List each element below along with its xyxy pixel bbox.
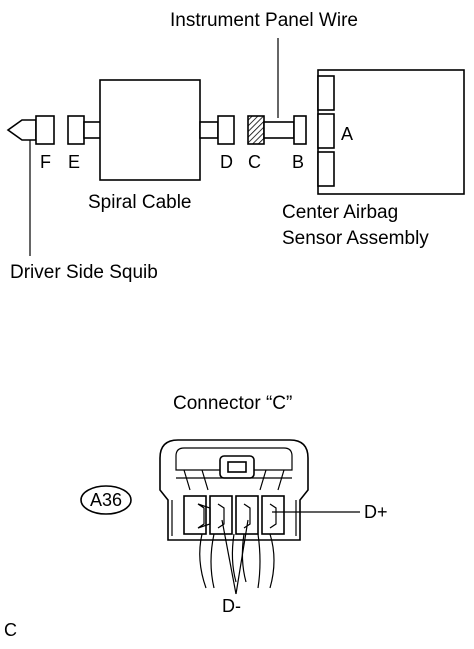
driver-side-squib-plug <box>6 115 55 256</box>
d-plus-label: D+ <box>364 502 388 522</box>
instrument-panel-wire-label: Instrument Panel Wire <box>170 10 358 31</box>
connector-b <box>293 115 307 145</box>
connector-a-label: A <box>341 124 353 144</box>
connector-e <box>67 115 103 145</box>
connector-d <box>199 115 235 145</box>
connector-b-label: B <box>292 152 304 172</box>
spiral-cable-label: Spiral Cable <box>88 192 192 213</box>
connector-c-housing <box>159 439 309 541</box>
instrument-panel-wire-segment <box>263 121 295 139</box>
connector-f-label: F <box>40 152 51 172</box>
d-minus-label: D- <box>222 596 241 616</box>
connector-d-label: D <box>220 152 233 172</box>
d-minus-leader-left <box>221 519 237 595</box>
connector-code-label: A36 <box>90 490 122 510</box>
center-airbag-label-line2: Sensor Assembly <box>282 228 429 249</box>
connector-c-wires <box>199 533 275 589</box>
driver-side-squib-label: Driver Side Squib <box>10 262 158 283</box>
spiral-cable-body <box>99 79 201 181</box>
connector-c-hatched <box>247 115 265 145</box>
center-airbag-sensor-body <box>317 69 465 195</box>
corner-tag: C <box>4 620 17 640</box>
connector-code-badge <box>80 485 132 515</box>
connector-c-title: Connector “C” <box>173 393 292 414</box>
center-airbag-label-line1: Center Airbag <box>282 202 398 223</box>
d-minus-leader-right <box>235 519 249 595</box>
connector-c-label: C <box>248 152 261 172</box>
connector-e-label: E <box>68 152 80 172</box>
